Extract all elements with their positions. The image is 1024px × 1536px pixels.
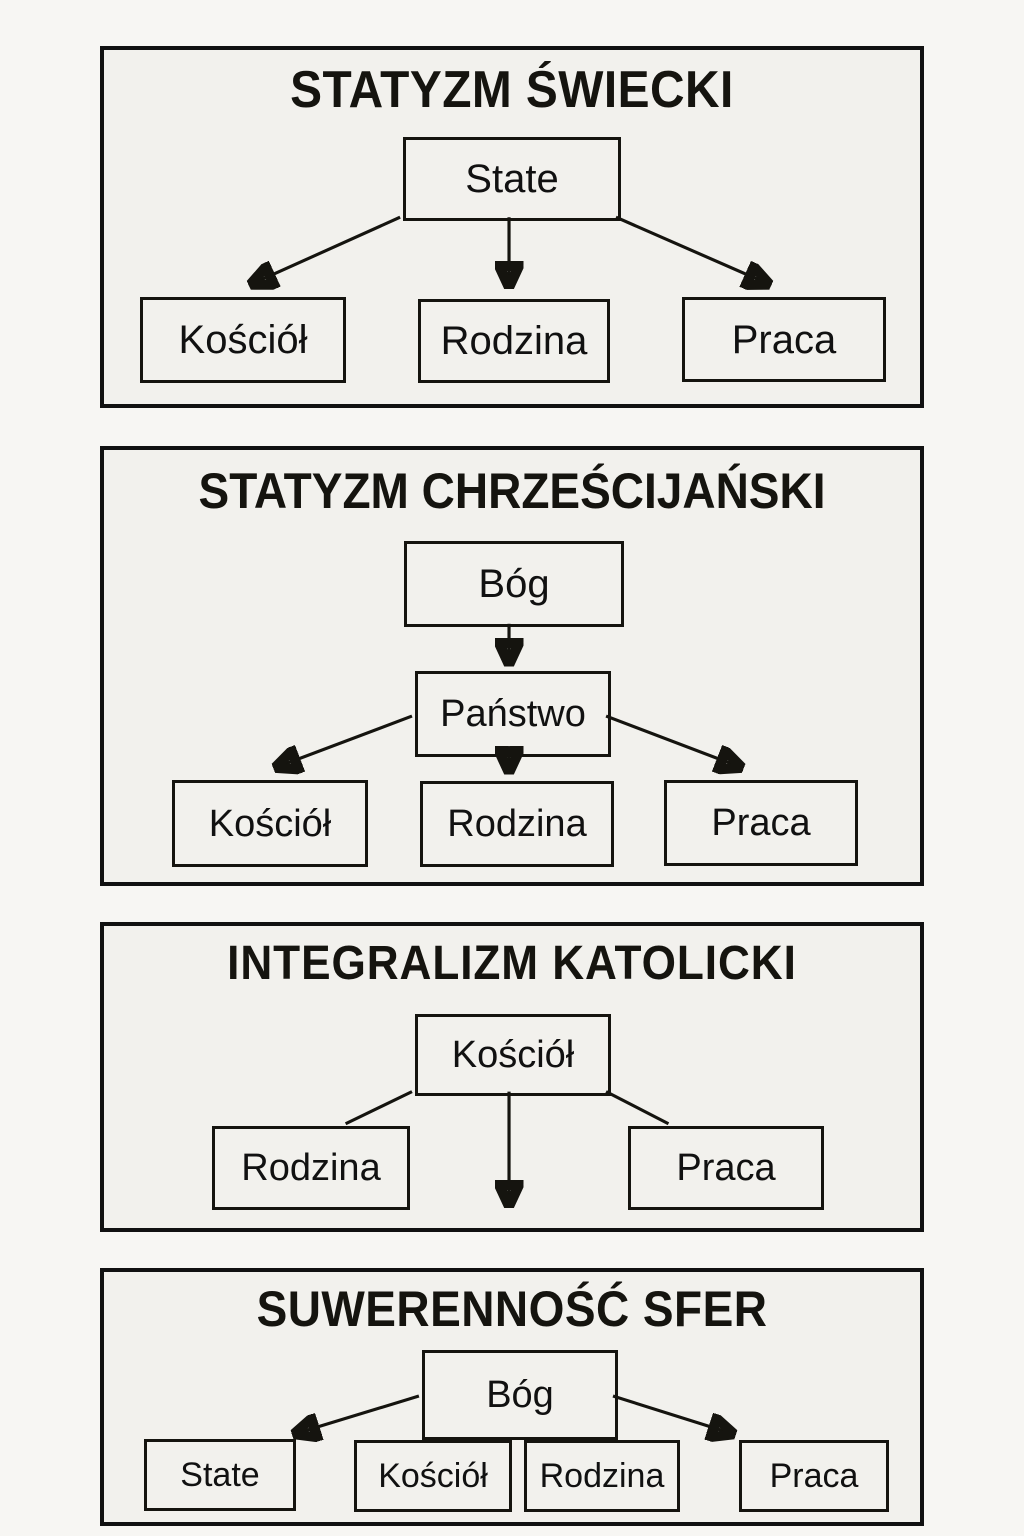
- node-praca[interactable]: Praca: [682, 297, 886, 382]
- edge-panstwo-to-praca: [605, 714, 738, 766]
- node-rodzina[interactable]: Rodzina: [420, 781, 614, 867]
- panel-title: SUWERENNOŚĆ SFER: [256, 1281, 768, 1337]
- panel-statyzm-chrzescijanski: STATYZM CHRZEŚCIJAŃSKI Bóg Państwo Kości…: [100, 446, 924, 886]
- node-praca[interactable]: Praca: [739, 1440, 889, 1512]
- node-bog[interactable]: Bóg: [404, 541, 624, 627]
- node-kosciol[interactable]: Kościół: [172, 780, 368, 867]
- panel-integralizm-katolicki: INTEGRALIZM KATOLICKI Kościół Rodzina Pr…: [100, 922, 924, 1232]
- node-state[interactable]: State: [144, 1439, 296, 1511]
- node-rodzina[interactable]: Rodzina: [418, 299, 610, 383]
- panel-suwerennosc-sfer: SUWERENNOŚĆ SFER Bóg State Kościół Rodzi…: [100, 1268, 924, 1526]
- node-praca[interactable]: Praca: [628, 1126, 824, 1210]
- panel-title: STATYZM ŚWIECKI: [290, 61, 734, 119]
- node-kosciol[interactable]: Kościół: [415, 1014, 611, 1096]
- edge-bog-to-praca: [612, 1394, 730, 1433]
- panel-title: INTEGRALIZM KATOLICKI: [227, 937, 797, 990]
- panel-title: STATYZM CHRZEŚCIJAŃSKI: [198, 463, 826, 519]
- panel-statyzm-swiecki: STATYZM ŚWIECKI State Kościół Rodzina Pr…: [100, 46, 924, 408]
- edge-kosciol-to-rodzina: [344, 1090, 413, 1126]
- edge-panstwo-to-kosciol: [279, 714, 413, 766]
- node-kosciol[interactable]: Kościół: [140, 297, 346, 383]
- node-rodzina[interactable]: Rodzina: [524, 1440, 680, 1512]
- edge-kosciol-to-praca: [605, 1090, 670, 1126]
- node-bog[interactable]: Bóg: [422, 1350, 618, 1440]
- node-state[interactable]: State: [403, 137, 621, 221]
- node-rodzina[interactable]: Rodzina: [212, 1126, 410, 1210]
- edge-state-to-praca: [615, 215, 766, 283]
- edge-bog-to-state: [298, 1394, 420, 1433]
- node-kosciol[interactable]: Kościół: [354, 1440, 512, 1512]
- node-praca[interactable]: Praca: [664, 780, 858, 866]
- node-panstwo[interactable]: Państwo: [415, 671, 611, 757]
- edge-state-to-kosciol: [255, 215, 401, 283]
